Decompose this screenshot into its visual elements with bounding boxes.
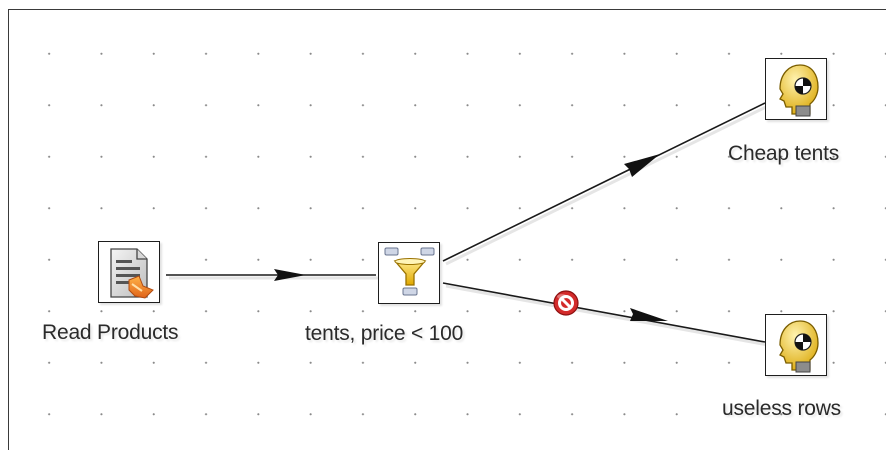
step-filter-rows[interactable] <box>378 242 440 304</box>
step-cheap-tents[interactable] <box>765 58 827 120</box>
step-useless-rows[interactable] <box>765 314 827 376</box>
step-label-useless-rows: useless rows <box>722 397 841 420</box>
error-hop-icon[interactable] <box>552 289 580 317</box>
step-label-filter-rows: tents, price < 100 <box>305 322 464 345</box>
step-label-cheap-tents: Cheap tents <box>728 142 840 165</box>
dummy-step-icon <box>779 320 819 373</box>
step-label-read-products: Read Products <box>42 321 179 344</box>
step-read-products[interactable] <box>98 241 160 303</box>
text-file-input-icon <box>110 248 154 299</box>
transformation-canvas[interactable] <box>8 9 886 450</box>
dummy-step-icon <box>779 64 819 117</box>
filter-rows-icon <box>384 247 435 296</box>
